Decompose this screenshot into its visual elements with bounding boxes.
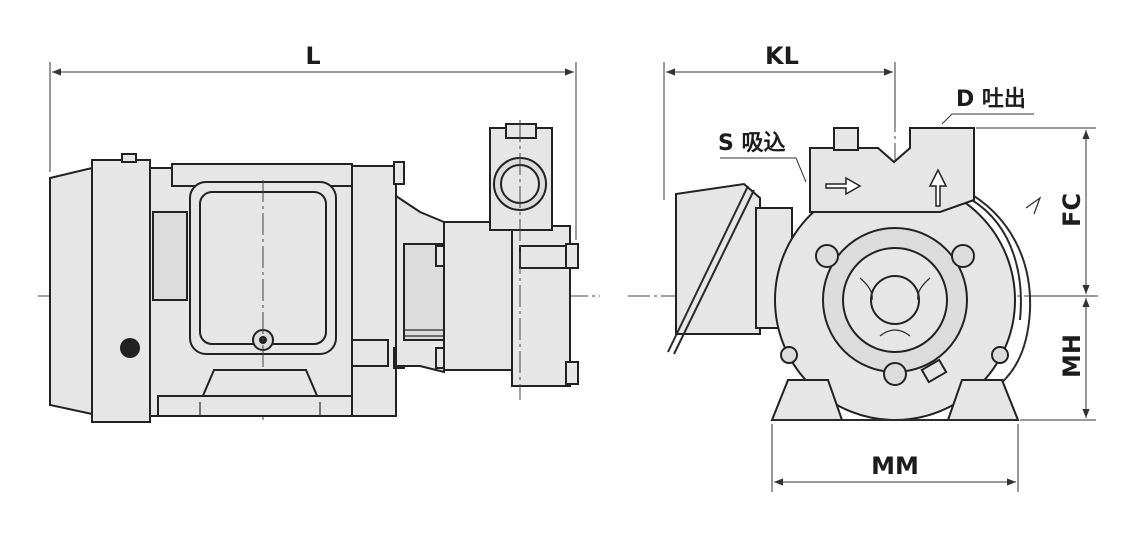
cover-bolt-icon xyxy=(883,362,907,386)
flange-lug xyxy=(351,339,389,367)
motor-end-bell xyxy=(91,159,151,423)
label-suction: S 吸込 xyxy=(718,131,786,156)
leader-d xyxy=(941,113,1034,125)
drain-plug xyxy=(920,358,948,384)
cover-bolt-icon xyxy=(815,244,839,268)
label-mh: MH xyxy=(1058,334,1086,378)
bolt xyxy=(393,161,405,185)
label-l: L xyxy=(305,42,320,70)
terminal-box-edge xyxy=(667,185,749,353)
leader-s xyxy=(720,157,807,183)
motor-base xyxy=(157,395,367,417)
label-fc: FC xyxy=(1058,193,1086,227)
terminal-cover-left xyxy=(152,211,188,301)
mount-bolt-icon xyxy=(780,346,798,364)
bolt xyxy=(565,361,579,385)
volute-outer-curve xyxy=(963,189,1032,385)
suction-arrow-icon xyxy=(825,176,862,196)
label-discharge: D 吐出 xyxy=(956,87,1026,112)
dimensions xyxy=(49,62,1096,492)
front-view xyxy=(628,110,1098,421)
motor-flange xyxy=(351,165,397,417)
priming-plug-front xyxy=(833,127,859,151)
fan-cover xyxy=(49,166,93,416)
shaft-hub xyxy=(870,275,920,325)
grease-plug-icon xyxy=(120,338,140,358)
bolt xyxy=(565,243,579,269)
foot-block xyxy=(200,369,320,399)
side-view xyxy=(38,120,600,423)
discharge-arrow-icon xyxy=(928,168,948,207)
pump-casing xyxy=(443,221,515,371)
cover-bolt-icon xyxy=(951,244,975,268)
priming-plug xyxy=(505,123,537,139)
label-kl: KL xyxy=(765,42,799,70)
label-mm: MM xyxy=(871,452,919,480)
mount-bolt-icon xyxy=(991,346,1009,364)
top-bolt xyxy=(121,153,137,163)
